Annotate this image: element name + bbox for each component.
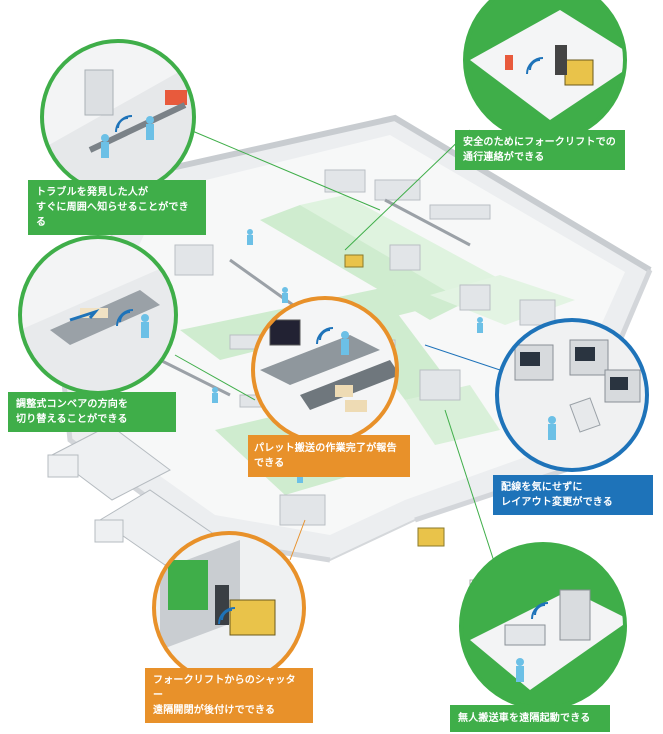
callout-layout-line1: 配線を気にせずに [501, 482, 583, 493]
callout-agv-line1: 無人搬送車を遠隔起動できる [458, 713, 591, 724]
circle-forklift-safety [463, 0, 627, 142]
circle-pallet [251, 296, 399, 444]
callout-conveyor-line1: 調整式コンベアの方向を [16, 399, 129, 410]
callout-forklift-safety-line2: 通行連絡ができる [463, 152, 545, 163]
callout-shutter-line2: 遠隔開閉が後付けでできる [153, 705, 276, 716]
callout-shutter-line1: フォークリフトからのシャッター [153, 675, 296, 701]
forklift-icons [344, 254, 445, 547]
callout-layout: 配線を気にせずに レイアウト変更ができる [493, 475, 653, 515]
callout-layout-line2: レイアウト変更ができる [501, 497, 613, 508]
callout-pallet-line1: パレット搬送の作業完了が報告できる [254, 443, 397, 469]
circle-trouble [40, 39, 196, 195]
callout-agv: 無人搬送車を遠隔起動できる [450, 705, 610, 732]
circle-shutter [152, 531, 306, 685]
callout-trouble-line2: すぐに周囲へ知らせることができる [36, 202, 189, 228]
callout-conveyor-line2: 切り替えることができる [16, 414, 128, 425]
callout-shutter: フォークリフトからのシャッター 遠隔開閉が後付けでできる [145, 668, 313, 723]
circle-agv [459, 542, 627, 710]
callout-forklift-safety: 安全のためにフォークリフトでの 通行連絡ができる [455, 130, 625, 170]
connector-line-blue [424, 344, 501, 371]
callout-trouble: トラブルを発見した人が すぐに周囲へ知らせることができる [28, 180, 206, 235]
callout-trouble-line1: トラブルを発見した人が [36, 187, 149, 198]
connector-lines [174, 129, 501, 581]
circle-layout [495, 318, 649, 472]
factory-floor [57, 114, 653, 563]
circle-conveyor [18, 235, 178, 395]
callout-conveyor: 調整式コンベアの方向を 切り替えることができる [8, 392, 176, 432]
connector-line-orange [289, 519, 306, 561]
callout-pallet: パレット搬送の作業完了が報告できる [248, 435, 410, 477]
callout-forklift-safety-line1: 安全のためにフォークリフトでの [463, 137, 616, 148]
